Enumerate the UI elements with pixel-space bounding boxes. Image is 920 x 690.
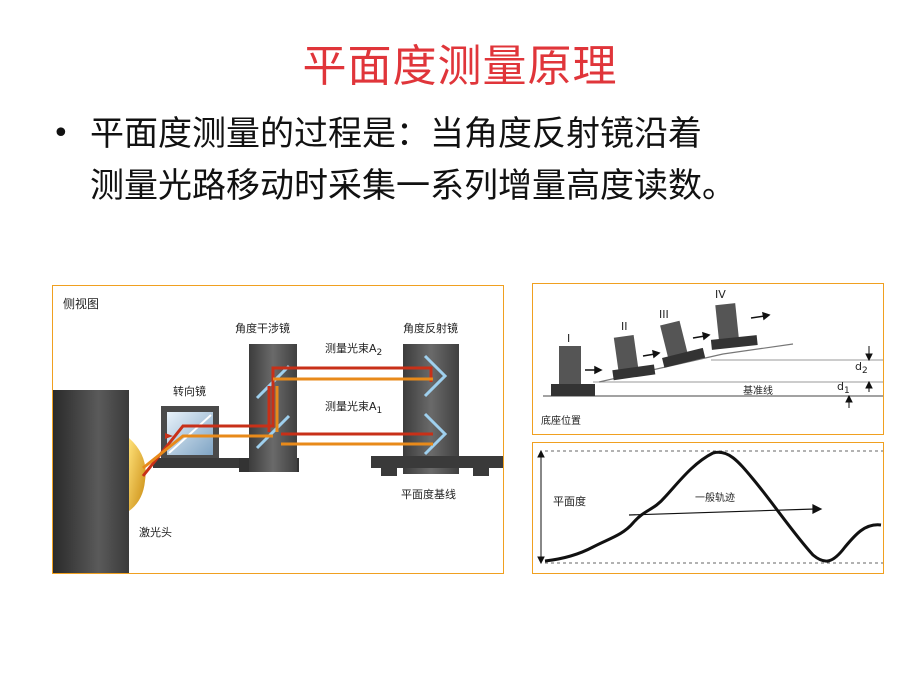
baseline-label: 平面度基线 [401,487,456,501]
position-i-block [551,346,595,396]
reference-line-label: 基准线 [743,384,773,397]
slide-title: 平面度测量原理 [302,41,618,92]
flatness-range-arrow [537,449,545,565]
beam-a2-label: 测量光束A2 [325,341,382,358]
side-view-diagram: 侧视图 角度干涉镜 角度反射镜 测量光束A2 测量光束A1 转向镜 平面度基线 … [52,285,504,574]
d2-dimension [865,346,873,392]
trajectory-curve [544,450,882,563]
reflector-label: 角度反射镜 [403,321,458,335]
laser-head [53,390,146,573]
position-iv-label: IV [715,288,726,301]
angular-reflector [371,344,503,476]
flatness-curve-diagram: 平面度 一般轨迹 [532,442,884,574]
trajectory-label: 一般轨迹 [695,491,735,504]
position-ii-label: II [621,320,628,333]
interferometer-label: 角度干涉镜 [235,321,290,335]
position-ii-block [612,334,656,381]
laser-beams [141,366,433,477]
position-i-label: I [567,332,570,345]
bullet-text: 平面度测量的过程是：当角度反射镜沿着 测量光路移动时采集一系列增量高度读数。 [90,108,890,212]
d1-label: d1 [837,380,850,396]
d2-label: d2 [855,360,868,376]
beam-a1-label: 测量光束A1 [325,399,382,416]
position-iv-block [710,303,758,350]
bullet-line-1: 平面度测量的过程是：当角度反射镜沿着 [90,114,702,154]
position-iii-block [660,320,706,368]
position-iii-label: III [659,308,669,321]
side-view-label: 侧视图 [63,296,99,311]
turning-mirror [153,406,239,468]
d1-dimension [845,394,853,408]
bullet-dot-icon: • [52,116,70,151]
laser-head-label: 激光头 [139,525,172,539]
positions-diagram: I II III IV d2 d1 基准线 底座位置 [532,283,884,435]
flatness-label: 平面度 [553,494,586,508]
bullet-line-2: 测量光路移动时采集一系列增量高度读数。 [90,166,736,206]
turning-mirror-label: 转向镜 [173,384,206,398]
motion-arrows [585,311,771,375]
trajectory-arrow [628,504,823,516]
base-position-label: 底座位置 [541,414,581,427]
